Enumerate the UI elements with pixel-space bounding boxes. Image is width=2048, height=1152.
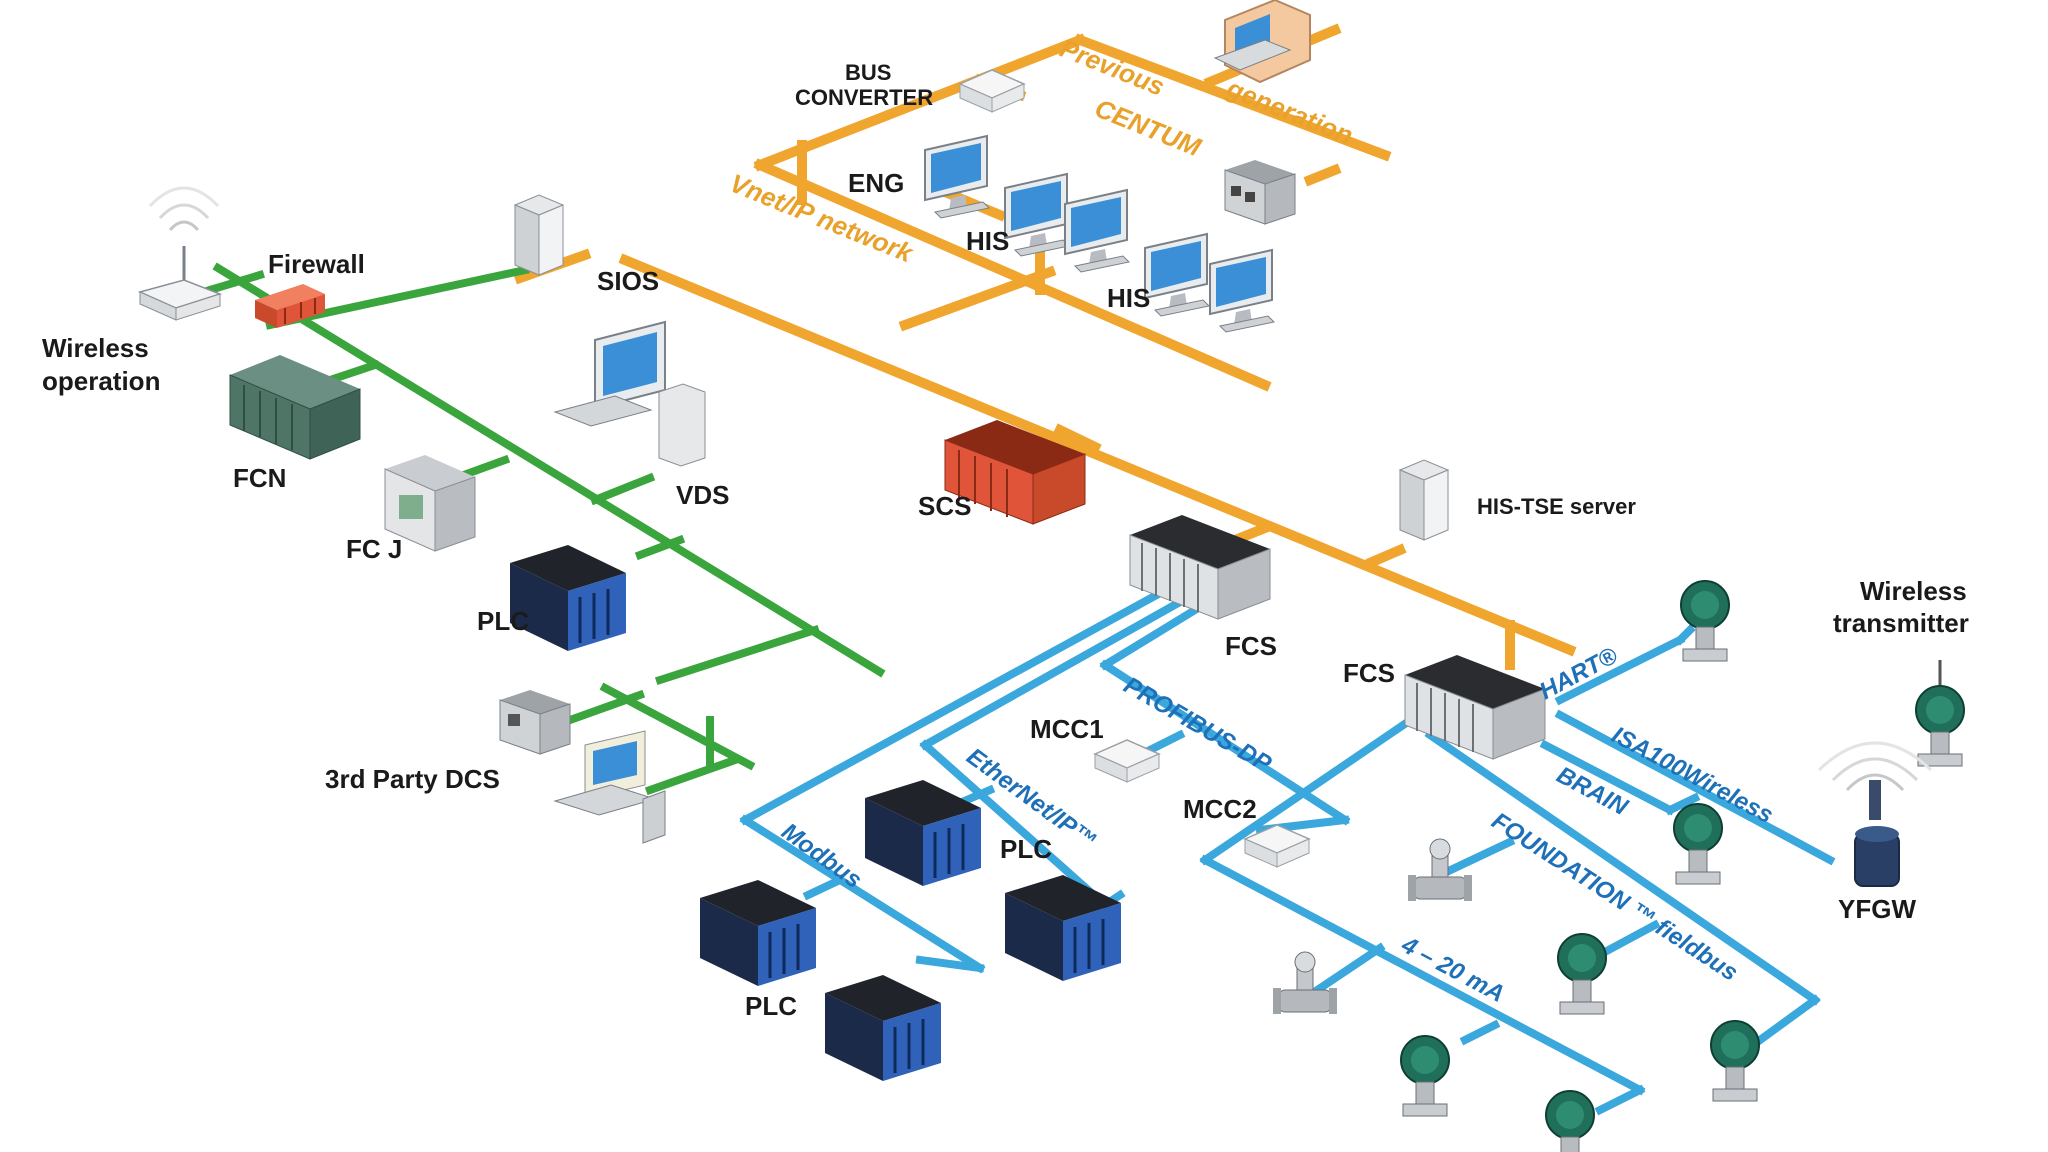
network-label-previous: Previous (1056, 33, 1169, 102)
ma-transmitter-icon-1 (1400, 1035, 1450, 1117)
fcs-controller-icon-2 (1404, 654, 1546, 760)
yfgw-label: YFGW (1838, 894, 1916, 924)
his-monitors-icon-2 (1144, 233, 1275, 333)
yfgw-gateway-icon (1817, 741, 1933, 887)
wireless-transmitter-label-1: Wireless (1860, 576, 1967, 606)
scs-controller-icon (944, 420, 1086, 525)
fcs-label-2: FCS (1343, 658, 1395, 688)
fcn-controller-icon (229, 355, 361, 460)
wireless-operation-label-2: operation (42, 366, 160, 396)
flowmeter-icon-1 (1407, 838, 1473, 902)
field-network-lines (739, 579, 1836, 1116)
hart-transmitter-icon (1680, 580, 1730, 662)
mcc1-label: MCC1 (1030, 714, 1104, 744)
plc-ethernet-label: PLC (1000, 834, 1052, 864)
fcj-label: FC J (346, 534, 402, 564)
third-party-dcs-icon (499, 690, 666, 844)
sios-label: SIOS (597, 266, 659, 296)
sios-server-icon (514, 194, 564, 276)
fcs-label-1: FCS (1225, 631, 1277, 661)
bus-converter-label-2: CONVERTER (795, 85, 933, 110)
centum-rack-icon (1224, 160, 1296, 225)
vds-workstation-icon (553, 320, 706, 467)
network-label-modbus: Modbus (776, 818, 866, 894)
previous-gen-workstation-icon (1213, 0, 1311, 84)
eng-monitor-icon (924, 135, 990, 219)
vds-label: VDS (676, 480, 729, 510)
plc-green-label: PLC (477, 606, 529, 636)
network-label-centum: CENTUM (1091, 93, 1207, 163)
control-network-lines (205, 262, 886, 796)
his-label-2: HIS (1107, 283, 1150, 313)
foundation-transmitter-icon-1 (1557, 933, 1607, 1015)
mcc2-label: MCC2 (1183, 794, 1257, 824)
eng-label: ENG (848, 168, 904, 198)
network-label-generation: generation (1222, 72, 1357, 150)
his-monitors-icon-1 (1004, 173, 1130, 273)
wireless-operation-label-1: Wireless (42, 333, 149, 363)
third-party-dcs-label: 3rd Party DCS (325, 764, 500, 794)
firewall-label: Firewall (268, 249, 365, 279)
wireless-router-icon (137, 186, 223, 321)
his-label-1: HIS (966, 226, 1009, 256)
foundation-transmitter-icon-2 (1710, 1020, 1760, 1102)
his-tse-server-icon (1399, 459, 1449, 541)
plc-modbus-label: PLC (745, 991, 797, 1021)
fcn-label: FCN (233, 463, 286, 493)
bus-converter-label-1: BUS (845, 60, 891, 85)
scs-label: SCS (918, 491, 971, 521)
fcj-controller-icon (384, 455, 476, 552)
ma-transmitter-icon-2 (1545, 1090, 1595, 1152)
firewall-icon (255, 284, 325, 328)
bus-converter-icon (959, 69, 1025, 113)
brain-transmitter-icon (1673, 803, 1723, 885)
wireless-transmitter-icon (1915, 660, 1965, 767)
his-tse-label: HIS-TSE server (1477, 494, 1636, 519)
mcc2-icon (1244, 824, 1310, 868)
wireless-transmitter-label-2: transmitter (1833, 608, 1969, 638)
plc-modbus-icon (698, 878, 943, 1083)
vnet-ip-lines (513, 23, 1577, 670)
